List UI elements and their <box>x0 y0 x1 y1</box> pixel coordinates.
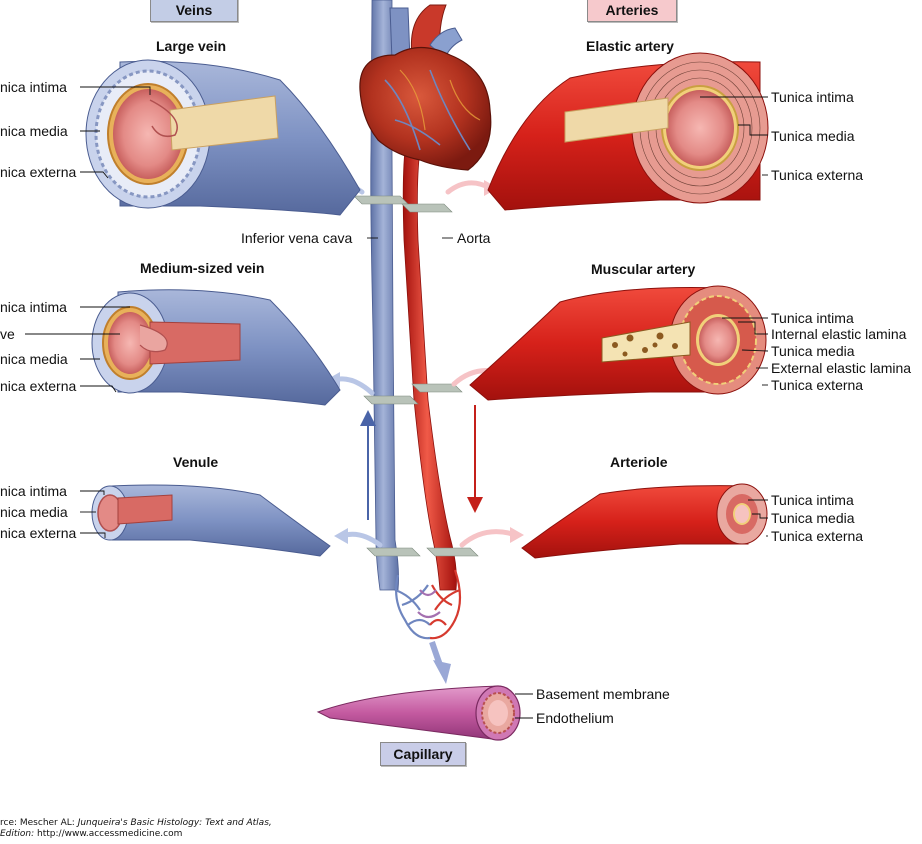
large-vein <box>85 59 361 216</box>
muscular-artery-title: Muscular artery <box>591 261 696 277</box>
muscular-iel-label: Internal elastic lamina <box>771 326 907 342</box>
medium-vein-intima-label: nica intima <box>0 299 67 315</box>
source-credit-line1: rce: Mescher AL: Junqueira's Basic Histo… <box>0 818 272 829</box>
medium-vein-media-label: nica media <box>0 351 68 367</box>
large-vein-externa-label: nica externa <box>0 164 77 180</box>
venule-externa-label: nica externa <box>0 525 77 541</box>
muscular-media-label: Tunica media <box>771 343 855 359</box>
muscular-eel-label: External elastic lamina <box>771 360 912 376</box>
medium-vein <box>91 289 341 406</box>
arteriole-externa-label: Tunica externa <box>771 528 864 544</box>
capillary-header: Capillary <box>380 742 466 766</box>
venule-title: Venule <box>173 454 219 470</box>
section-plates <box>353 195 479 557</box>
arteriole-title: Arteriole <box>610 454 668 470</box>
elastic-artery-title: Elastic artery <box>586 38 674 54</box>
veins-header: Veins <box>150 0 238 22</box>
source-url: http://www.accessmedicine.com <box>34 829 183 839</box>
source-prefix: rce: Mescher AL: <box>0 818 78 828</box>
venule-media-label: nica media <box>0 504 68 520</box>
medium-vein-title: Medium-sized vein <box>140 260 265 276</box>
arteriole-media-label: Tunica media <box>771 510 855 526</box>
arteries-header: Arteries <box>587 0 677 22</box>
source-edition: Edition: <box>0 829 35 839</box>
muscular-externa-label: Tunica externa <box>771 377 864 393</box>
aorta <box>402 149 457 591</box>
elastic-intima-label: Tunica intima <box>771 89 854 105</box>
medium-vein-valve-label: ve <box>0 326 15 342</box>
venule-intima-label: nica intima <box>0 483 67 499</box>
source-book-title: Junqueira's Basic Histology: Text and At… <box>77 818 272 828</box>
elastic-artery <box>487 52 769 211</box>
medium-vein-externa-label: nica externa <box>0 378 77 394</box>
elastic-media-label: Tunica media <box>771 128 855 144</box>
aorta-label: Aorta <box>457 230 491 246</box>
elastic-externa-label: Tunica externa <box>771 167 864 183</box>
large-vein-title: Large vein <box>156 38 227 54</box>
capillary <box>316 685 521 741</box>
leader-lines <box>25 86 769 719</box>
basement-membrane-label: Basement membrane <box>536 686 670 702</box>
endothelium-label: Endothelium <box>536 710 614 726</box>
arteriole-intima-label: Tunica intima <box>771 492 854 508</box>
ivc-label: Inferior vena cava <box>241 230 353 246</box>
muscular-intima-label: Tunica intima <box>771 310 854 326</box>
muscular-artery <box>469 285 767 401</box>
venule <box>91 484 331 557</box>
heart <box>359 4 492 171</box>
large-vein-intima-label: nica intima <box>0 79 67 95</box>
large-vein-media-label: nica media <box>0 123 68 139</box>
arteriole <box>521 483 768 559</box>
source-credit-line2: Edition: http://www.accessmedicine.com <box>0 829 182 840</box>
capillary-bed <box>394 569 462 640</box>
